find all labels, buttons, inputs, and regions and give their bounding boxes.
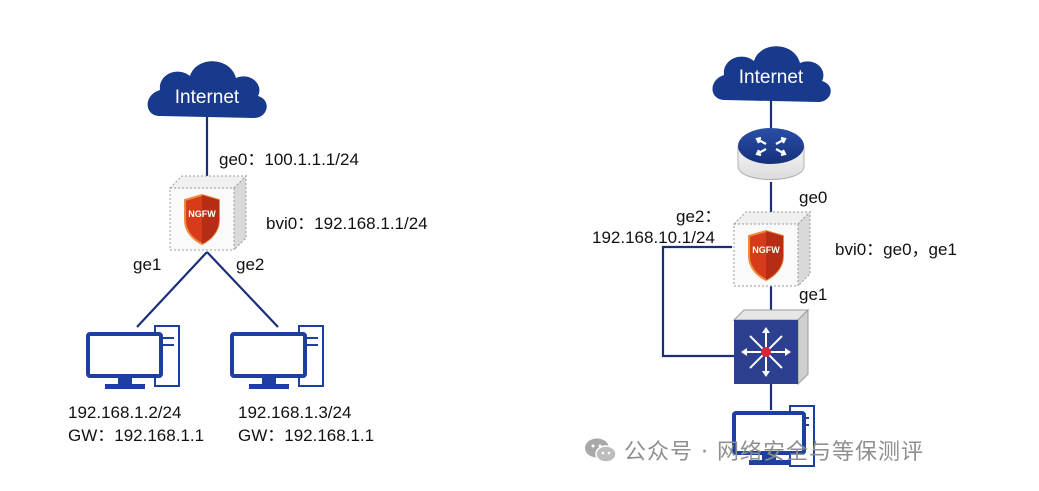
left-ge2-label: ge2	[236, 255, 265, 274]
left-ge0-label: ge0：100.1.1.1/24	[219, 150, 359, 169]
right-ge2-label-line2: 192.168.10.1/24	[592, 228, 715, 247]
left-pc2-gw: GW：192.168.1.1	[238, 426, 375, 445]
right-firewall-icon: NGFW	[732, 210, 812, 288]
left-pc1-gw: GW：192.168.1.1	[68, 426, 205, 445]
right-ge0-label: ge0	[799, 188, 828, 207]
right-pc-icon	[732, 405, 815, 467]
left-firewall-badge: NGFW	[188, 209, 216, 219]
left-pc1-ip: 192.168.1.2/24	[68, 403, 182, 422]
left-ge1-label: ge1	[133, 255, 162, 274]
watermark-text: 公众号 · 网络安全与等保测评	[624, 440, 924, 465]
right-internet-label: Internet	[739, 67, 804, 88]
right-ge1-label: ge1	[799, 285, 828, 304]
right-ge2-label-line1: ge2：	[676, 207, 722, 226]
left-link-ge1-pc1	[136, 251, 208, 328]
left-pc2-icon	[230, 325, 324, 389]
left-internet-label: Internet	[175, 87, 240, 108]
right-switch-icon	[732, 308, 810, 386]
right-bvi0-label: bvi0：ge0，ge1	[835, 240, 957, 259]
right-link-ge2-switch	[661, 245, 734, 358]
left-firewall-icon: NGFW	[168, 174, 248, 252]
right-firewall-badge: NGFW	[752, 245, 780, 255]
left-internet-cloud-icon: Internet	[147, 61, 267, 118]
wechat-icon	[585, 438, 617, 463]
left-pc2-ip: 192.168.1.3/24	[238, 403, 352, 422]
left-link-ge2-pc2	[206, 251, 279, 328]
left-bvi0-label: bvi0：192.168.1.1/24	[266, 214, 428, 233]
right-internet-cloud-icon: Internet	[712, 46, 831, 102]
right-links	[661, 96, 773, 410]
right-router-icon	[737, 128, 805, 180]
left-links	[136, 110, 279, 328]
left-pc1-icon	[86, 325, 180, 389]
